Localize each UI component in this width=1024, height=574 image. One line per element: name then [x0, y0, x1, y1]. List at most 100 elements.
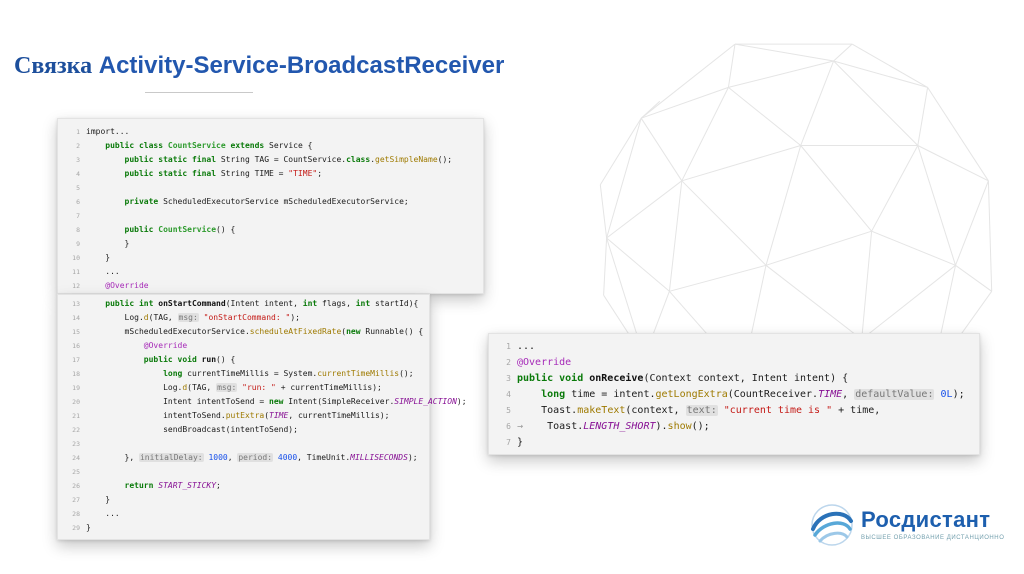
code-text: }: [86, 523, 91, 532]
line-number: 4: [506, 390, 511, 399]
line-number: 15: [72, 328, 80, 336]
code-line: 26 return START_STICKY;: [58, 479, 429, 493]
code-text: ...: [517, 341, 536, 352]
code-text: public static final String TAG = CountSe…: [124, 155, 453, 164]
code-line: 28 ...: [58, 507, 429, 521]
code-line: 2 public class CountService extends Serv…: [58, 139, 483, 153]
code-line: 8 public CountService() {: [58, 223, 483, 237]
code-line: 19 Log.d(TAG, msg: "run: " + currentTime…: [58, 381, 429, 395]
line-number: 25: [72, 468, 80, 476]
logo-text: Росдистант: [861, 507, 991, 532]
line-number: 26: [72, 482, 80, 490]
line-number: 2: [76, 142, 80, 150]
code-text: return START_STICKY;: [124, 481, 221, 490]
page-title: Связка Activity-Service-BroadcastReceive…: [14, 52, 504, 80]
page-title-prefix: Связка: [14, 53, 93, 79]
line-number: 21: [72, 412, 80, 420]
code-line: 4 long time = intent.getLongExtra(CountR…: [489, 387, 979, 403]
code-text: @Override: [517, 357, 572, 368]
code-text: long currentTimeMillis = System.currentT…: [163, 369, 414, 378]
line-number: 13: [72, 300, 80, 308]
code-text: intentToSend.putExtra(TIME, currentTimeM…: [86, 411, 390, 420]
code-text: }: [86, 495, 111, 504]
code-line: 23: [58, 437, 429, 451]
code-text: public class CountService extends Servic…: [105, 141, 313, 150]
line-number: 2: [506, 358, 511, 367]
code-line: 10 }: [58, 251, 483, 265]
code-text: Intent intentToSend = new Intent(SimpleR…: [86, 397, 467, 406]
code-text: sendBroadcast(intentToSend);: [86, 425, 298, 434]
logo-textwrap: Росдистант ВЫСШЕЕ ОБРАЗОВАНИЕ ДИСТАНЦИОН…: [861, 503, 1005, 542]
line-number: 7: [76, 212, 80, 220]
code-line: 11 ...: [58, 265, 483, 279]
code-text: [86, 209, 91, 223]
code-line: 13 public int onStartCommand(Intent inte…: [58, 297, 429, 311]
code-line: 7}: [489, 435, 979, 451]
line-number: 22: [72, 426, 80, 434]
code-text: }: [86, 253, 111, 262]
code-text: @Override: [105, 281, 149, 290]
line-number: 10: [72, 254, 80, 262]
line-number: 3: [76, 156, 80, 164]
code-line: 3 public void onReceive(Context context, …: [489, 371, 979, 387]
code-text: }: [517, 437, 524, 448]
code-text: private ScheduledExecutorService mSchedu…: [124, 197, 409, 206]
code-line: 18 long currentTimeMillis = System.curre…: [58, 367, 429, 381]
code-text: ...: [86, 267, 120, 276]
code-text: Log.d(TAG, msg: "onStartCommand: ");: [86, 313, 300, 322]
line-number: 1: [76, 128, 80, 136]
code-text: public void run() {: [143, 355, 236, 364]
code-line: 7: [58, 209, 483, 223]
code-text: long time = intent.getLongExtra(CountRec…: [541, 389, 965, 400]
line-number: 23: [72, 440, 80, 448]
service-code-card-bottom: 13 public int onStartCommand(Intent inte…: [57, 294, 467, 540]
line-number: 28: [72, 510, 80, 518]
line-number: 5: [76, 184, 80, 192]
code-line: 20 Intent intentToSend = new Intent(Simp…: [58, 395, 466, 409]
line-number: 6: [76, 198, 80, 206]
code-line: 15 mScheduledExecutorService.scheduleAtF…: [58, 325, 429, 339]
line-number: 16: [72, 342, 80, 350]
line-number: 1: [506, 342, 511, 351]
code-line: 6 → Toast.LENGTH_SHORT).show();: [489, 419, 979, 435]
code-line: 14 Log.d(TAG, msg: "onStartCommand: ");: [58, 311, 429, 325]
service-code-card-top: 1 import... 2 public class CountService ex…: [57, 118, 484, 294]
code-text: ...: [86, 509, 120, 518]
code-line: 29}: [58, 521, 429, 535]
code-text: public CountService() {: [124, 225, 236, 234]
line-number: 11: [72, 268, 80, 276]
line-number: 14: [72, 314, 80, 322]
code-text: public static final String TIME = "TIME"…: [124, 169, 323, 178]
code-line: 1 import...: [58, 125, 483, 139]
code-text: public void onReceive(Context context, I…: [517, 373, 849, 384]
code-text: mScheduledExecutorService.scheduleAtFixe…: [86, 327, 424, 336]
globe-swirl-icon: [811, 504, 853, 546]
line-number: 5: [506, 406, 511, 415]
code-text: import...: [86, 127, 130, 136]
logo-tagline: ВЫСШЕЕ ОБРАЗОВАНИЕ ДИСТАНЦИОННО: [861, 535, 1005, 541]
line-number: 17: [72, 356, 80, 364]
code-line: 1...: [489, 339, 979, 355]
code-line: 9 }: [58, 237, 483, 251]
code-line: 6 private ScheduledExecutorService mSche…: [58, 195, 483, 209]
code-text: [86, 181, 91, 195]
code-line: 5: [58, 181, 483, 195]
line-number: 20: [72, 398, 80, 406]
line-number: 6: [506, 422, 511, 431]
code-text: [86, 437, 91, 451]
line-number: 3: [506, 374, 511, 383]
code-text: → Toast.LENGTH_SHORT).show();: [517, 421, 710, 432]
code-line: 27 }: [58, 493, 429, 507]
code-text: [86, 465, 91, 479]
line-number: 7: [506, 438, 511, 447]
code-text: public int onStartCommand(Intent intent,…: [105, 299, 419, 308]
code-line: 25: [58, 465, 429, 479]
line-number: 24: [72, 454, 80, 462]
line-number: 27: [72, 496, 80, 504]
code-text: }: [86, 239, 130, 248]
code-line: 12 @Override: [58, 279, 483, 293]
code-line: 4 public static final String TIME = "TIM…: [58, 167, 483, 181]
code-line: 2 @Override: [489, 355, 979, 371]
code-line: 24 }, initialDelay: 1000, period: 4000, …: [58, 451, 429, 465]
